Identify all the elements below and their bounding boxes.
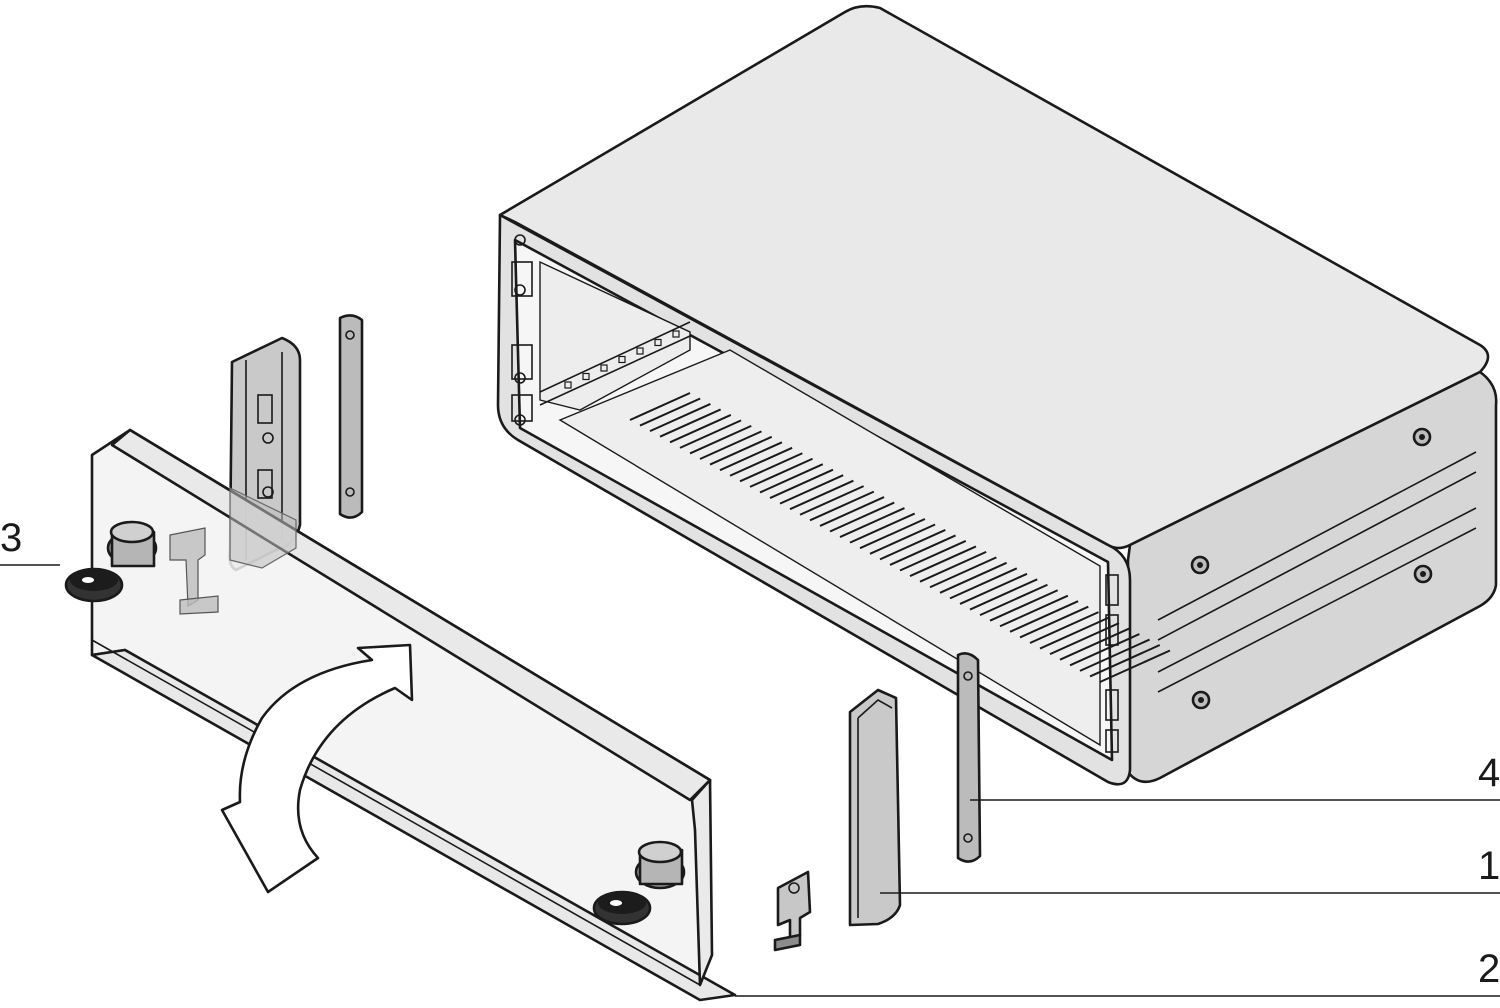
floor-slot [1019,605,1089,639]
floor-slot [649,403,711,433]
floor-slot [939,561,1008,594]
guide-rail-holes [564,330,680,389]
floor-slot [779,474,844,505]
floor-slot [899,540,967,572]
rail-hole [582,372,590,381]
floor-slot [999,594,1069,628]
door-fold-line [91,639,701,986]
floor-slot [859,518,926,550]
enclosure-case [496,4,1498,786]
floor-slot [1039,616,1110,650]
callout-2-label: 2 [1478,947,1500,991]
floor-slot [1079,638,1150,672]
callout-4: 4 [970,751,1500,801]
floor-slot [849,512,916,544]
case-left-brackets [511,234,533,426]
floor-slot [1009,600,1079,633]
floor-slot [729,446,793,477]
floor-slot [1049,622,1120,656]
floor-slot [839,507,905,538]
floor-slot [659,408,722,438]
callout-2: 2 [735,947,1500,997]
callout-1: 1 [880,844,1500,894]
case-guide-rail [539,321,691,406]
floor-slot [919,550,987,583]
floor-slot [979,583,1048,617]
gasket-strip-lower [956,652,982,863]
floor-slot [879,529,946,561]
rail-hole [564,381,572,389]
floor-slot [949,567,1018,600]
door-ghost-hinge [229,487,297,569]
floor-slot [959,572,1028,605]
hinge-icon [773,870,812,952]
rail-hole [654,338,662,347]
floor-slot [799,485,865,516]
case-side-groove-1 [1157,451,1477,641]
floor-slot [909,545,977,577]
floor-slot [629,392,691,421]
rail-hole [672,330,680,338]
key-icon [169,527,219,615]
swing-arrow-icon [220,643,414,894]
floor-slot [969,578,1038,611]
gasket-strip-upper [338,314,364,519]
lock-icon [64,520,686,926]
callout-1-label: 1 [1478,844,1500,888]
rail-hole [618,355,626,364]
floor-slot [809,490,875,522]
floor-slot [1089,644,1161,678]
case-right-brackets [1105,574,1119,753]
callout-3: 3 [0,516,60,566]
floor-slot [1029,611,1099,644]
floor-slot [749,457,813,488]
floor-slot [709,435,773,466]
floor-slot [789,479,854,511]
floor-slot [739,452,803,483]
door-right-fold [690,778,714,987]
floor-slot [1099,649,1171,683]
case-right-side [1126,370,1498,784]
rail-hole [600,364,608,372]
floor-slot [989,589,1059,622]
floor-slot [929,556,997,589]
case-perforated-floor [558,349,1101,747]
floor-slot [719,441,783,472]
floor-slot [689,424,752,455]
floor-slot [889,534,956,566]
callout-4-label: 4 [1478,751,1500,795]
cover-cap [848,688,902,927]
callout-3-label: 3 [0,516,22,560]
case-side-screws [1190,427,1433,710]
rail-hole [636,347,644,355]
floor-slot [769,468,834,499]
floor-slot [669,414,732,444]
case-side-groove-2 [1157,507,1477,693]
floor-slot [759,463,824,494]
floor-perforations [629,392,1171,683]
floor-slot [869,523,936,555]
floor-slot [829,501,895,533]
floor-slot [699,430,762,460]
floor-slot [679,419,742,449]
floor-slot [639,397,701,427]
floor-slot [1069,633,1140,667]
floor-slot [819,496,885,527]
case-interior-back [539,260,691,411]
